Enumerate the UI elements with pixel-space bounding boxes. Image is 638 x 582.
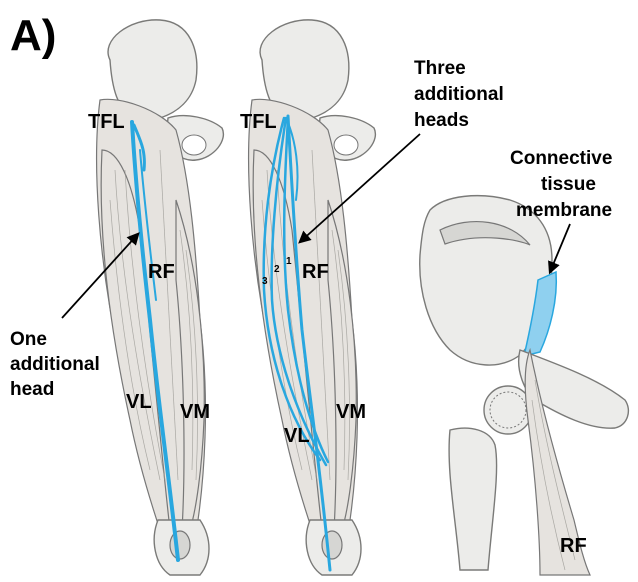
left-annotation-line-2: additional — [10, 354, 100, 375]
hip-annotation-line-2: tissue — [541, 174, 596, 195]
left-rf-label: RF — [148, 261, 175, 283]
middle-annotation-line-1: Three — [414, 58, 466, 79]
hip-annotation-arrow — [550, 224, 570, 272]
left-vm-label: VM — [180, 401, 210, 423]
middle-leg-illustration — [249, 20, 376, 575]
head-number-3: 3 — [262, 276, 268, 287]
left-annotation-line-3: head — [10, 379, 54, 400]
middle-tfl-label: TFL — [240, 111, 277, 133]
hip-joint-illustration — [420, 196, 629, 575]
hip-rf-label: RF — [560, 535, 587, 557]
head-number-2: 2 — [274, 264, 280, 275]
middle-annotation-line-2: additional — [414, 84, 504, 105]
middle-rf-label: RF — [302, 261, 329, 283]
middle-vm-label: VM — [336, 401, 366, 423]
hip-annotation-line-3: membrane — [516, 200, 612, 221]
middle-annotation-line-3: heads — [414, 110, 469, 131]
left-leg-illustration — [97, 20, 224, 575]
left-annotation-line-1: One — [10, 329, 47, 350]
left-vl-label: VL — [126, 391, 152, 413]
middle-vl-label: VL — [284, 425, 310, 447]
hip-annotation-line-1: Connective — [510, 148, 612, 169]
head-number-1: 1 — [286, 256, 292, 267]
panel-label: A) — [10, 11, 56, 60]
left-tfl-label: TFL — [88, 111, 125, 133]
